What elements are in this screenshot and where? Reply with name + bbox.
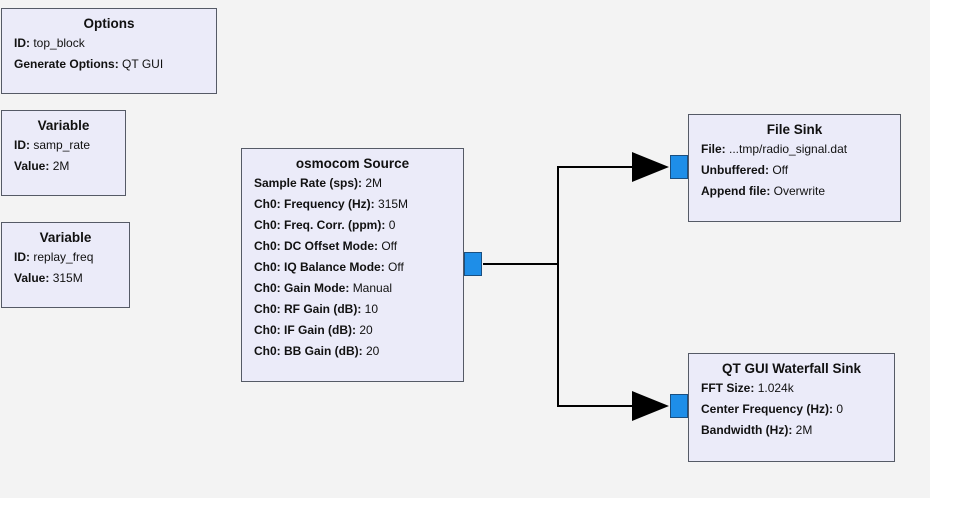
param-value: 315M	[378, 197, 409, 211]
waterfall-sink-input-port[interactable]	[670, 394, 688, 418]
param-value: samp_rate	[33, 138, 91, 152]
osmocom-source-output-port[interactable]	[464, 252, 482, 276]
param-key: File:	[701, 142, 726, 156]
block-param-frequency: Ch0: Frequency (Hz): 315M	[254, 194, 463, 215]
param-value: 2M	[365, 176, 383, 190]
param-key: ID:	[14, 250, 30, 264]
param-value: Off	[772, 163, 789, 177]
block-param-file: File: ...tmp/radio_signal.dat	[701, 139, 900, 160]
param-key: Bandwidth (Hz):	[701, 423, 793, 437]
block-param-freq-corr: Ch0: Freq. Corr. (ppm): 0	[254, 215, 463, 236]
osmocom-source-block[interactable]: osmocom Source Sample Rate (sps): 2M Ch0…	[241, 148, 464, 382]
options-block[interactable]: Options ID: top_block Generate Options: …	[1, 8, 217, 94]
block-param-gain-mode: Ch0: Gain Mode: Manual	[254, 278, 463, 299]
variable-replay-freq-block[interactable]: Variable ID: replay_freq Value: 315M	[1, 222, 130, 308]
file-sink-block[interactable]: File Sink File: ...tmp/radio_signal.dat …	[688, 114, 901, 222]
param-value: 0	[388, 218, 396, 232]
block-param-sample-rate: Sample Rate (sps): 2M	[254, 173, 463, 194]
block-param-value: Value: 315M	[14, 268, 129, 289]
param-key: Ch0: Freq. Corr. (ppm):	[254, 218, 386, 232]
param-key: Ch0: IQ Balance Mode:	[254, 260, 385, 274]
param-value: top_block	[33, 36, 85, 50]
param-key: Sample Rate (sps):	[254, 176, 363, 190]
param-value: ...tmp/radio_signal.dat	[729, 142, 848, 156]
param-value: 1.024k	[757, 381, 794, 395]
block-param-fft-size: FFT Size: 1.024k	[701, 378, 894, 399]
block-param-bb-gain: Ch0: BB Gain (dB): 20	[254, 341, 463, 362]
block-param-value: Value: 2M	[14, 156, 125, 177]
param-value: 315M	[52, 271, 83, 285]
param-value: 10	[364, 302, 379, 316]
block-param-generate-options: Generate Options: QT GUI	[14, 54, 216, 75]
param-key: Value:	[14, 271, 50, 285]
param-value: Manual	[352, 281, 393, 295]
param-key: FFT Size:	[701, 381, 755, 395]
wire-source-to-file-sink[interactable]	[483, 166, 633, 265]
param-key: Ch0: Frequency (Hz):	[254, 197, 375, 211]
param-value: replay_freq	[33, 250, 94, 264]
param-key: Value:	[14, 159, 50, 173]
wire-source-to-waterfall-sink[interactable]	[483, 263, 633, 407]
param-key: ID:	[14, 36, 30, 50]
param-value: Overwrite	[773, 184, 826, 198]
block-param-unbuffered: Unbuffered: Off	[701, 160, 900, 181]
block-param-if-gain: Ch0: IF Gain (dB): 20	[254, 320, 463, 341]
param-key: Ch0: DC Offset Mode:	[254, 239, 378, 253]
block-param-id: ID: top_block	[14, 33, 216, 54]
block-title: Options	[83, 16, 135, 31]
block-param-center-frequency: Center Frequency (Hz): 0	[701, 399, 894, 420]
param-value: 0	[836, 402, 844, 416]
block-title: Variable	[37, 118, 90, 133]
param-value: 2M	[52, 159, 70, 173]
param-key: Append file:	[701, 184, 771, 198]
block-title: QT GUI Waterfall Sink	[721, 361, 862, 376]
file-sink-arrow-icon	[632, 152, 669, 182]
block-param-rf-gain: Ch0: RF Gain (dB): 10	[254, 299, 463, 320]
file-sink-input-port[interactable]	[670, 155, 688, 179]
param-key: Generate Options:	[14, 57, 119, 71]
param-key: Ch0: BB Gain (dB):	[254, 344, 363, 358]
block-param-append-file: Append file: Overwrite	[701, 181, 900, 202]
param-value: Off	[388, 260, 404, 274]
block-param-id: ID: replay_freq	[14, 247, 129, 268]
block-title: Variable	[39, 230, 92, 245]
param-value: QT GUI	[122, 57, 164, 71]
param-value: 2M	[795, 423, 813, 437]
block-title: osmocom Source	[295, 156, 410, 171]
param-value: 20	[359, 323, 373, 337]
block-param-iq-balance-mode: Ch0: IQ Balance Mode: Off	[254, 257, 463, 278]
block-param-id: ID: samp_rate	[14, 135, 125, 156]
variable-samp-rate-block[interactable]: Variable ID: samp_rate Value: 2M	[1, 110, 126, 196]
param-key: Ch0: RF Gain (dB):	[254, 302, 362, 316]
waterfall-sink-block[interactable]: QT GUI Waterfall Sink FFT Size: 1.024k C…	[688, 353, 895, 462]
param-key: Ch0: IF Gain (dB):	[254, 323, 356, 337]
param-key: ID:	[14, 138, 30, 152]
param-key: Ch0: Gain Mode:	[254, 281, 350, 295]
block-param-dc-offset-mode: Ch0: DC Offset Mode: Off	[254, 236, 463, 257]
param-value: Off	[381, 239, 398, 253]
param-value: 20	[366, 344, 380, 358]
block-param-bandwidth: Bandwidth (Hz): 2M	[701, 420, 894, 441]
param-key: Unbuffered:	[701, 163, 769, 177]
block-title: File Sink	[766, 122, 823, 137]
waterfall-sink-arrow-icon	[632, 391, 669, 421]
param-key: Center Frequency (Hz):	[701, 402, 834, 416]
flowgraph-canvas[interactable]: Options ID: top_block Generate Options: …	[0, 0, 930, 498]
connection-wires	[483, 152, 669, 421]
